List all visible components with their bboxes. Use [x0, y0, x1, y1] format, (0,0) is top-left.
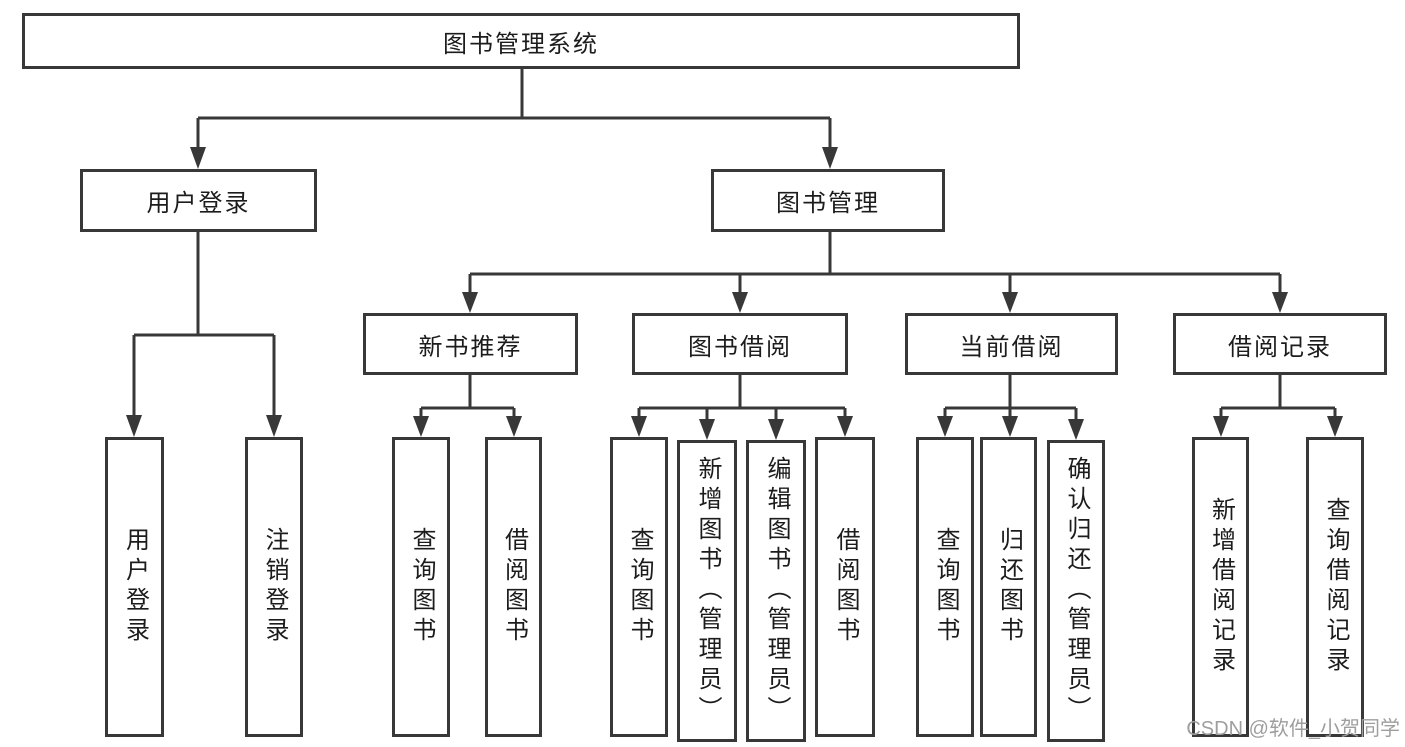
- leaf-borrow-books-recommend-label: 借阅图书: [500, 527, 528, 647]
- leaf-add-book-admin: 新增图书（管理员）: [677, 440, 737, 742]
- leaf-return-books-label: 归还图书: [995, 527, 1023, 647]
- leaf-confirm-return-admin: 确认归还（管理员）: [1047, 440, 1105, 742]
- node-new-book-recommend: 新书推荐: [363, 313, 578, 375]
- leaf-query-books-current-label: 查询图书: [932, 527, 959, 647]
- leaf-user-login-label: 用户登录: [121, 527, 149, 647]
- leaf-query-books-borrow: 查询图书: [610, 437, 668, 737]
- leaf-add-book-admin-label: 新增图书（管理员）: [694, 456, 721, 726]
- leaf-query-books-recommend: 查询图书: [392, 437, 450, 737]
- node-user-login: 用户登录: [80, 169, 317, 232]
- leaf-borrow-books-label: 借阅图书: [832, 527, 859, 647]
- leaf-query-books-recommend-label: 查询图书: [408, 527, 435, 647]
- leaf-edit-book-admin: 编辑图书（管理员）: [746, 440, 806, 742]
- node-book-management: 图书管理: [711, 169, 945, 232]
- node-root: 图书管理系统: [22, 13, 1020, 69]
- leaf-add-borrow-record-label: 新增借阅记录: [1207, 497, 1235, 677]
- leaf-add-borrow-record: 新增借阅记录: [1192, 437, 1249, 737]
- leaf-logout: 注销登录: [245, 437, 303, 737]
- leaf-query-borrow-record: 查询借阅记录: [1306, 437, 1364, 737]
- leaf-user-login: 用户登录: [105, 437, 164, 737]
- node-borrow-records: 借阅记录: [1173, 313, 1387, 375]
- leaf-confirm-return-admin-label: 确认归还（管理员）: [1063, 456, 1090, 726]
- leaf-borrow-books-recommend: 借阅图书: [485, 437, 542, 737]
- leaf-query-books-borrow-label: 查询图书: [626, 527, 653, 647]
- leaf-return-books: 归还图书: [980, 437, 1037, 737]
- leaf-logout-label: 注销登录: [261, 527, 288, 647]
- node-book-borrow: 图书借阅: [632, 313, 848, 375]
- leaf-edit-book-admin-label: 编辑图书（管理员）: [763, 456, 790, 726]
- csdn-watermark: CSDN @软件_小贺同学: [1186, 718, 1400, 740]
- node-current-borrow: 当前借阅: [905, 313, 1118, 375]
- leaf-query-borrow-record-label: 查询借阅记录: [1322, 497, 1349, 677]
- leaf-borrow-books: 借阅图书: [815, 437, 875, 737]
- leaf-query-books-current: 查询图书: [916, 437, 974, 737]
